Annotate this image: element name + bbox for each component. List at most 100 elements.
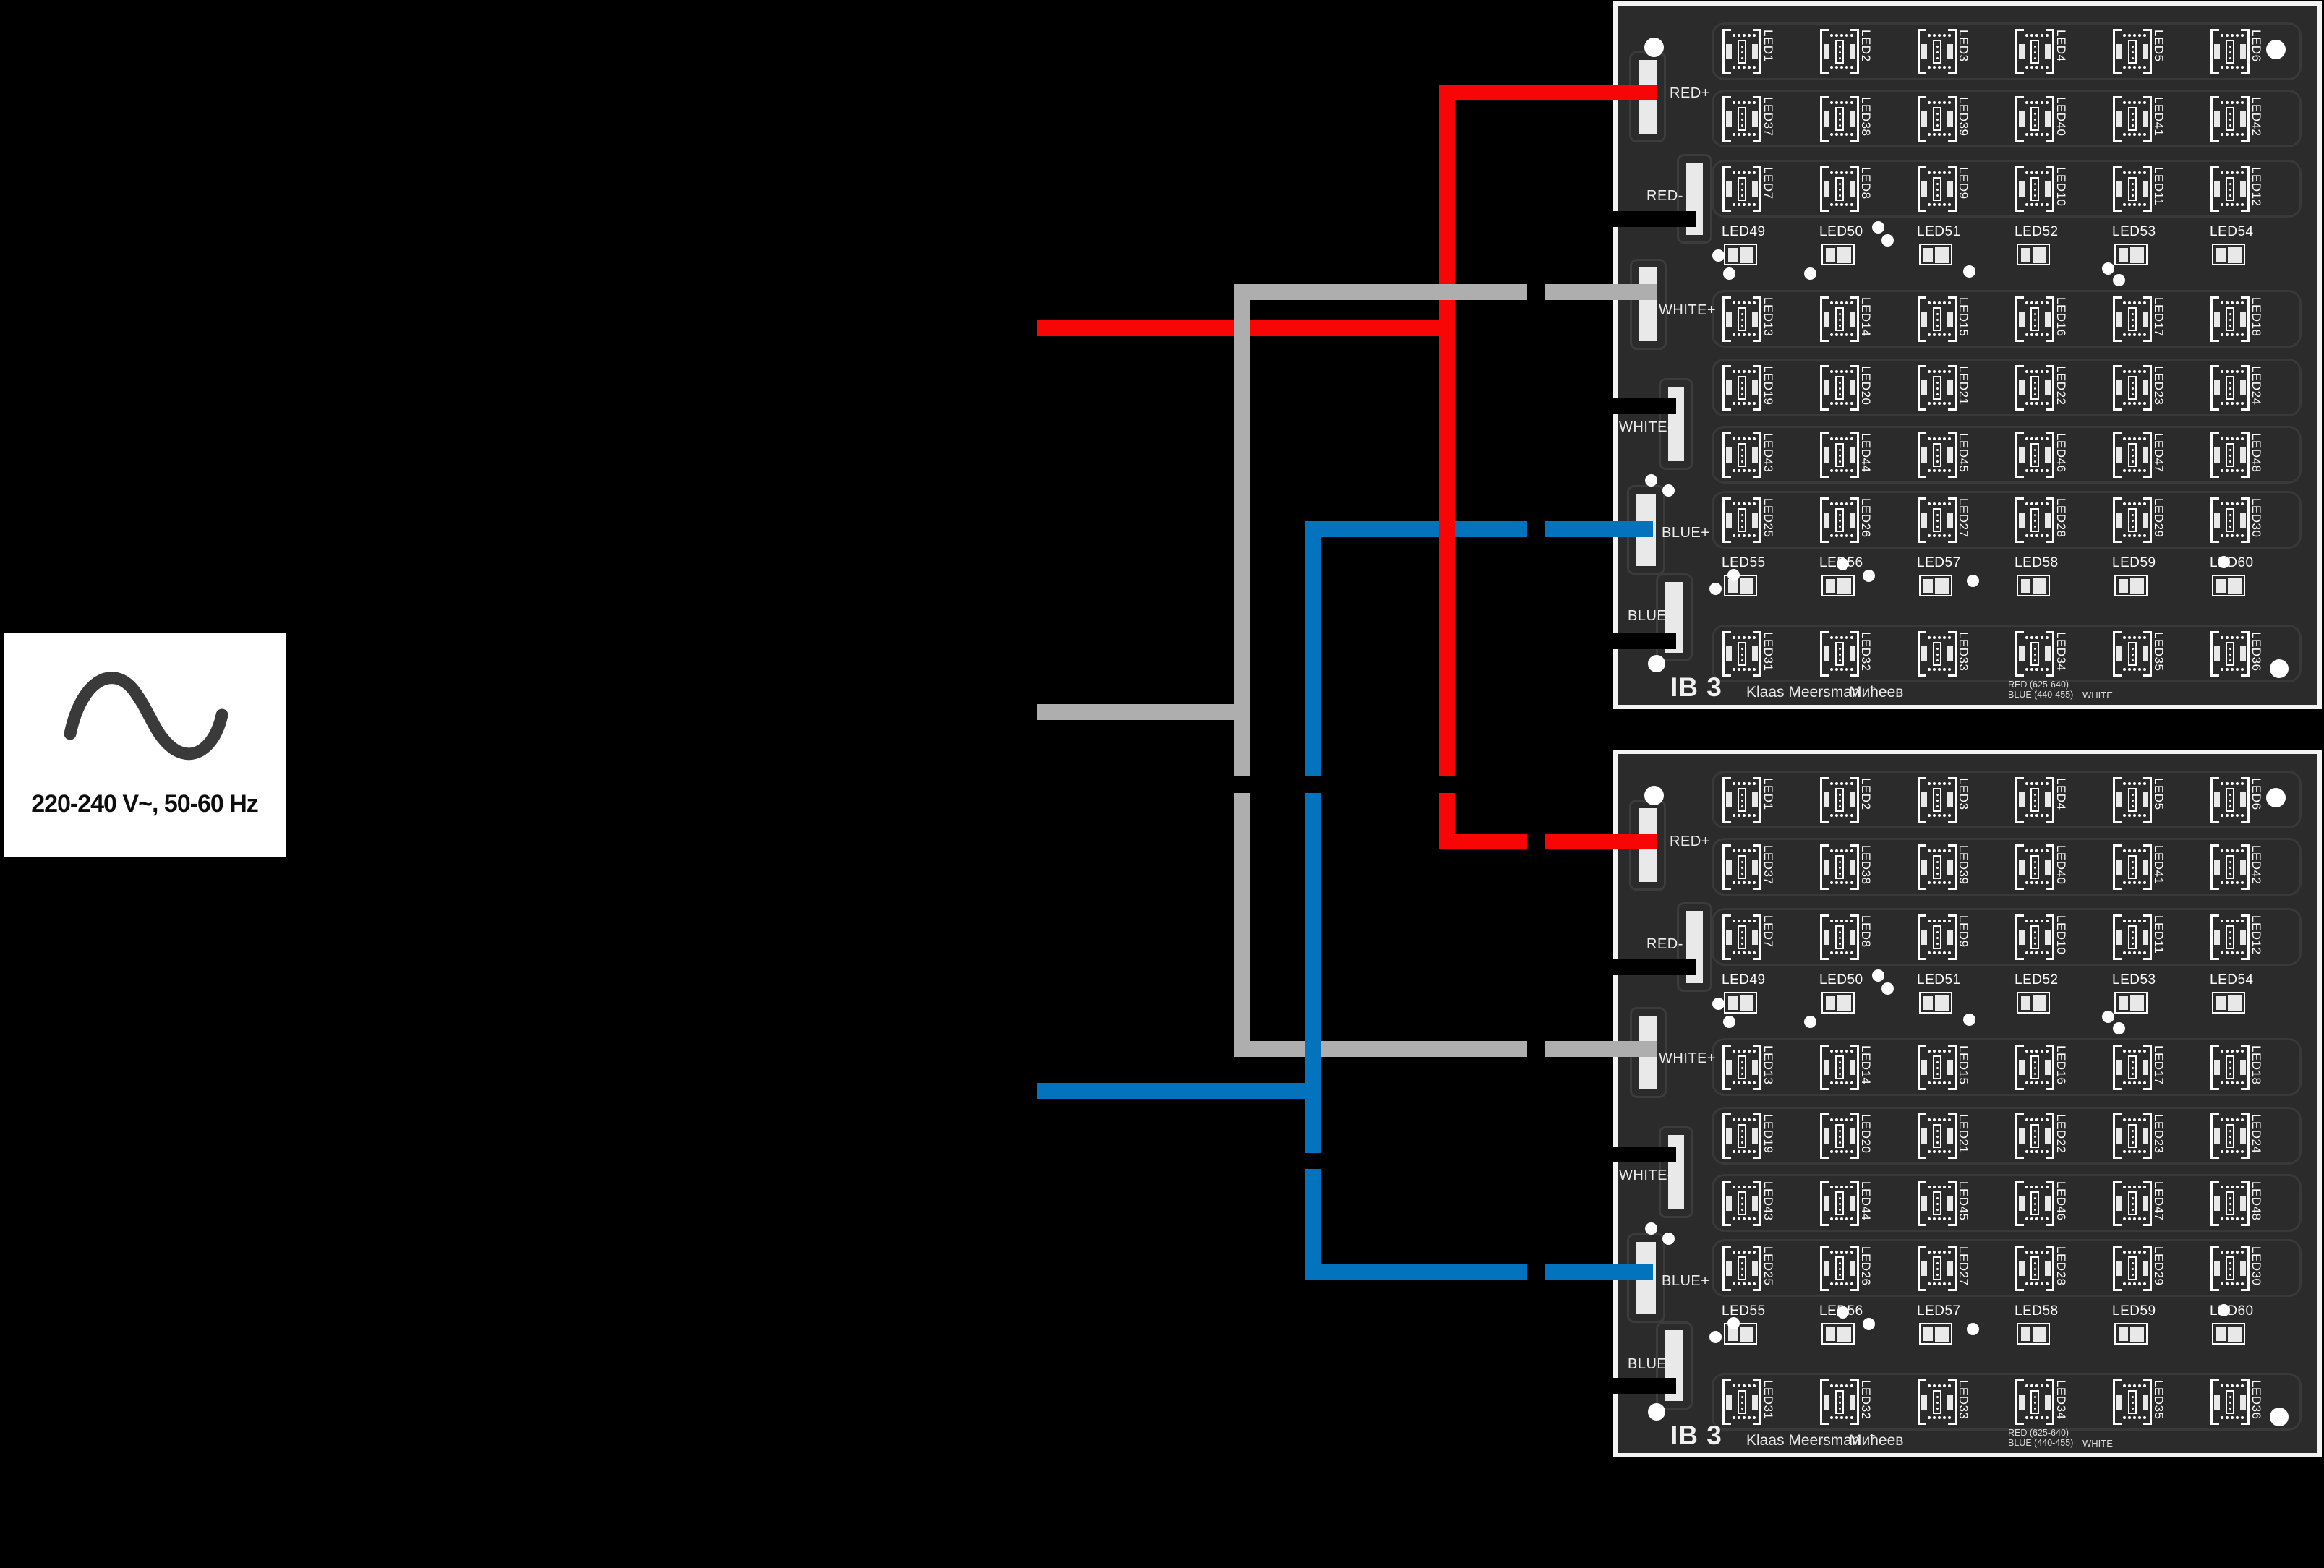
wavelength-specs: RED (625-640)BLUE (440-455)	[2008, 680, 2073, 700]
bracket-right-icon	[1753, 365, 1761, 411]
pad-dot	[2226, 1384, 2229, 1387]
led-center-slot	[2128, 1390, 2137, 1414]
bracket-left-icon	[2210, 844, 2219, 890]
pad-dot	[1948, 301, 1951, 304]
led10-label: LED10	[2054, 167, 2068, 207]
bracket-right-icon	[2143, 1379, 2152, 1425]
via-dot	[1645, 474, 1657, 487]
pad-dot	[2236, 66, 2239, 69]
led-center-slot	[1738, 1124, 1746, 1148]
pad-dot	[1928, 469, 1931, 472]
bracket-right-icon	[2046, 1246, 2054, 1291]
pad-dot	[2041, 370, 2043, 373]
led-pad-left	[1923, 579, 1933, 593]
pad-dot	[2041, 66, 2043, 69]
led45-footprint	[1918, 1181, 1957, 1226]
bracket-right-icon	[1753, 914, 1761, 960]
pad-dot	[1948, 920, 1951, 922]
pad-dot	[2231, 469, 2234, 472]
slot-dot	[2229, 514, 2231, 516]
led26-footprint	[1820, 497, 1859, 543]
slot-dot	[1741, 382, 1743, 384]
slot-dot	[1936, 1402, 1939, 1404]
bracket-right-icon	[2046, 1181, 2054, 1226]
led-pad-left	[1726, 447, 1732, 463]
led-pad-left	[1921, 380, 1927, 395]
led-pad-left	[1824, 380, 1829, 395]
pad-dot	[1738, 502, 1740, 505]
bracket-left-icon	[2015, 1045, 2024, 1090]
pad-dot	[1840, 333, 1843, 336]
led-center-slot	[1933, 788, 1941, 812]
pad-dot	[1928, 782, 1931, 785]
pad-dot	[1738, 301, 1740, 304]
pad-dot	[2025, 1186, 2028, 1188]
red-plus-label: RED+	[1670, 834, 1710, 849]
led-pad-left	[1923, 996, 1933, 1010]
pad-dot	[1830, 402, 1833, 405]
pad-dot	[1840, 951, 1843, 954]
slot-dot	[2132, 1268, 2134, 1270]
pad-dot	[2231, 203, 2234, 206]
led-pad-left	[2019, 1128, 2025, 1144]
pad-dot	[2231, 1050, 2234, 1053]
bracket-right-icon	[1948, 914, 1957, 960]
led-pad-right	[1947, 1060, 1953, 1075]
pad-dot	[2123, 849, 2126, 852]
blue-plus-pad	[1636, 1242, 1656, 1314]
pad-dot	[2138, 920, 2141, 922]
pad-dot	[2221, 1282, 2223, 1285]
pad-dot	[2035, 171, 2038, 174]
led-center-slot	[1738, 177, 1746, 201]
led-pad-left	[2019, 380, 2025, 395]
led-pad-right	[1947, 860, 1953, 875]
bracket-right-icon	[2241, 432, 2250, 478]
led-center-slot	[2128, 1124, 2137, 1148]
pad-dot	[1753, 1217, 1756, 1220]
slot-dot	[2132, 387, 2134, 390]
pad-dot	[2231, 920, 2234, 922]
pad-dot	[1933, 1251, 1936, 1254]
slot-dot	[2229, 460, 2231, 463]
pad-dot	[1850, 101, 1853, 104]
pad-dot	[2241, 1050, 2244, 1053]
pad-dot	[2041, 437, 2043, 440]
pad-dot	[2221, 469, 2223, 472]
pad-dot	[2128, 34, 2131, 37]
bracket-left-icon	[2113, 844, 2122, 890]
slot-dot	[2132, 1061, 2134, 1063]
slot-dot	[1741, 1262, 1743, 1264]
pad-dot	[1738, 171, 1740, 174]
led6-label: LED6	[2250, 30, 2263, 62]
bracket-right-icon	[2241, 365, 2250, 411]
led33-label: LED33	[1957, 632, 1970, 672]
led33-footprint	[1918, 631, 1957, 677]
pad-dot	[1743, 171, 1746, 174]
slot-dot	[1839, 1130, 1841, 1132]
pad-dot	[1948, 1384, 1951, 1387]
pad-dot	[1928, 1050, 1931, 1053]
pad-dot	[2035, 668, 2038, 671]
pad-dot	[1845, 437, 1848, 440]
led49-footprint	[1724, 992, 1757, 1014]
pad-dot	[1943, 782, 1946, 785]
led-center-slot	[2030, 788, 2039, 812]
pad-dot	[2143, 502, 2146, 505]
slot-dot	[2132, 873, 2134, 875]
via-dot	[1863, 570, 1875, 582]
pad-dot	[2133, 171, 2136, 174]
bracket-right-icon	[1948, 844, 1957, 890]
slot-dot	[1741, 1408, 1743, 1410]
pad-dot	[1928, 1217, 1931, 1220]
led7-footprint	[1722, 166, 1761, 212]
bracket-left-icon	[1918, 1045, 1926, 1090]
led51-footprint	[1919, 244, 1952, 265]
pad-dot	[1743, 1282, 1746, 1285]
pad-dot	[1748, 951, 1751, 954]
pad-dot	[2025, 920, 2028, 922]
led25-footprint	[1722, 1246, 1761, 1291]
pad-dot	[1733, 66, 1735, 69]
pad-dot	[2046, 951, 2049, 954]
pad-dot	[2138, 1150, 2141, 1153]
pad-dot	[1928, 402, 1931, 405]
